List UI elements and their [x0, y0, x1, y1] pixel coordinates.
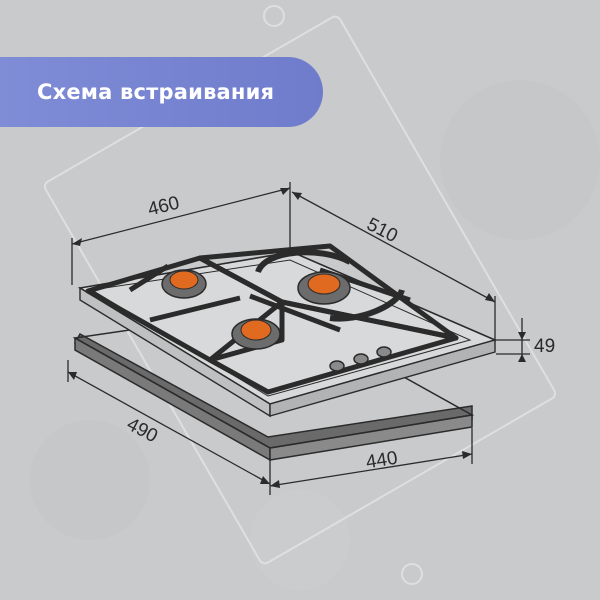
dimension-arrows: [68, 188, 526, 488]
dimension-hob-height: 49: [534, 336, 556, 357]
wok-arc: [255, 249, 405, 322]
burner-back: [297, 271, 351, 305]
burner-front: [231, 318, 281, 350]
background-texture: [30, 80, 600, 590]
control-knobs: [329, 346, 392, 372]
burner-left: [161, 269, 207, 299]
cutout-frame: [72, 307, 475, 462]
dimension-lines: [67, 182, 530, 495]
title-banner: Схема встраивания: [0, 57, 323, 127]
banner-title: Схема встраивания: [37, 80, 275, 104]
